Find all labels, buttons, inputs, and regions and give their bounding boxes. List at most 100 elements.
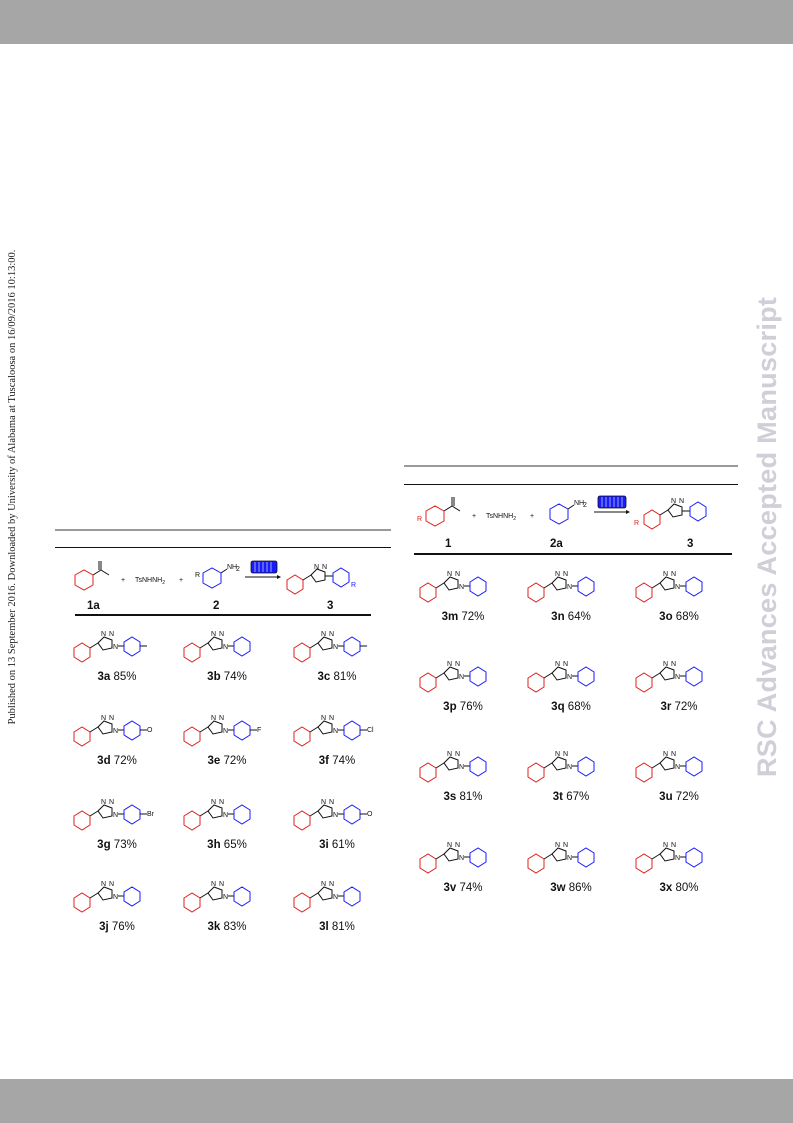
reagent-label-2a: 2a (550, 538, 563, 550)
svg-text:N: N (555, 571, 560, 578)
bottom-band (0, 1079, 793, 1123)
compound-label-3m: 3m 72% (441, 611, 485, 623)
svg-text:N: N (219, 881, 224, 888)
svg-text:N: N (671, 751, 676, 758)
aryl-ketone-structure: R (417, 497, 461, 527)
svg-text:N: N (555, 842, 560, 849)
svg-text:N: N (675, 584, 680, 591)
svg-text:N: N (459, 584, 464, 591)
svg-text:N: N (321, 881, 326, 888)
svg-text:R: R (351, 582, 356, 589)
svg-text:N: N (223, 728, 228, 735)
acetophenone-structure (74, 561, 110, 591)
aniline-structure: NH 2 R (195, 564, 240, 589)
left-scheme-rule (75, 614, 371, 616)
svg-text:N: N (663, 842, 668, 849)
plus-sign: + (179, 577, 183, 584)
right-scheme-rule (414, 553, 732, 555)
svg-text:N: N (219, 799, 224, 806)
svg-text:N: N (459, 674, 464, 681)
svg-text:R: R (195, 572, 200, 579)
accepted-manuscript-watermark: RSC Advances Accepted Manuscript (752, 296, 782, 777)
svg-text:O: O (367, 811, 373, 818)
svg-text:N: N (663, 571, 668, 578)
compound-label-3p: 3p 76% (443, 701, 483, 713)
svg-text:N: N (671, 661, 676, 668)
compound-label-3e: 3e 72% (207, 755, 247, 767)
svg-text:N: N (447, 842, 452, 849)
product-label-3: 3 (687, 538, 694, 550)
svg-text:N: N (333, 644, 338, 651)
svg-text:N: N (211, 881, 216, 888)
svg-text:N: N (113, 894, 118, 901)
svg-text:NH: NH (227, 564, 237, 571)
svg-text:N: N (321, 799, 326, 806)
svg-text:N: N (211, 631, 216, 638)
svg-text:N: N (219, 631, 224, 638)
compound-label-3w: 3w 86% (550, 882, 592, 894)
compound-label-3g: 3g 73% (97, 839, 137, 851)
svg-text:N: N (321, 631, 326, 638)
compound-label-3t: 3t 67% (552, 791, 590, 803)
svg-text:N: N (459, 855, 464, 862)
compound-label-3r: 3r 72% (660, 701, 698, 713)
plus-sign: + (121, 577, 125, 584)
svg-text:N: N (333, 728, 338, 735)
svg-text:N: N (567, 764, 572, 771)
right-table-top-rule (404, 465, 738, 467)
compound-label-3b: 3b 74% (207, 671, 247, 683)
aniline-structure: NH 2 (549, 500, 587, 525)
left-table-top-rule (55, 529, 391, 531)
compound-label-3h: 3h 65% (207, 839, 247, 851)
svg-text:N: N (333, 812, 338, 819)
reagent-label-2: 2 (213, 600, 220, 612)
svg-text:N: N (211, 715, 216, 722)
svg-text:TsNHNH2: TsNHNH2 (486, 513, 516, 522)
svg-text:Br: Br (147, 811, 155, 818)
reagent-label-1a: 1a (87, 600, 100, 612)
svg-text:N: N (675, 764, 680, 771)
svg-text:+: + (472, 513, 476, 520)
svg-text:F: F (257, 727, 261, 734)
compound-label-3a: 3a 85% (97, 671, 137, 683)
svg-text:N: N (223, 894, 228, 901)
svg-text:N: N (101, 881, 106, 888)
svg-text:2: 2 (583, 502, 587, 509)
publication-note: Published on 13 September 2016. Download… (7, 249, 18, 725)
svg-text:N: N (101, 631, 106, 638)
svg-text:N: N (447, 661, 452, 668)
svg-text:N: N (671, 842, 676, 849)
svg-text:N: N (113, 644, 118, 651)
svg-text:N: N (211, 799, 216, 806)
svg-text:N: N (567, 584, 572, 591)
svg-text:N: N (563, 751, 568, 758)
right-table-header-rule (404, 484, 738, 485)
tsnhnh2-label: TsNHNH2 (135, 577, 165, 586)
svg-text:N: N (447, 751, 452, 758)
svg-text:N: N (555, 751, 560, 758)
svg-text:N: N (675, 855, 680, 862)
svg-text:N: N (455, 571, 460, 578)
compound-label-3j: 3j 76% (99, 921, 135, 933)
flow-reactor-icon (245, 560, 281, 579)
svg-text:+: + (530, 513, 534, 520)
svg-text:N: N (101, 799, 106, 806)
